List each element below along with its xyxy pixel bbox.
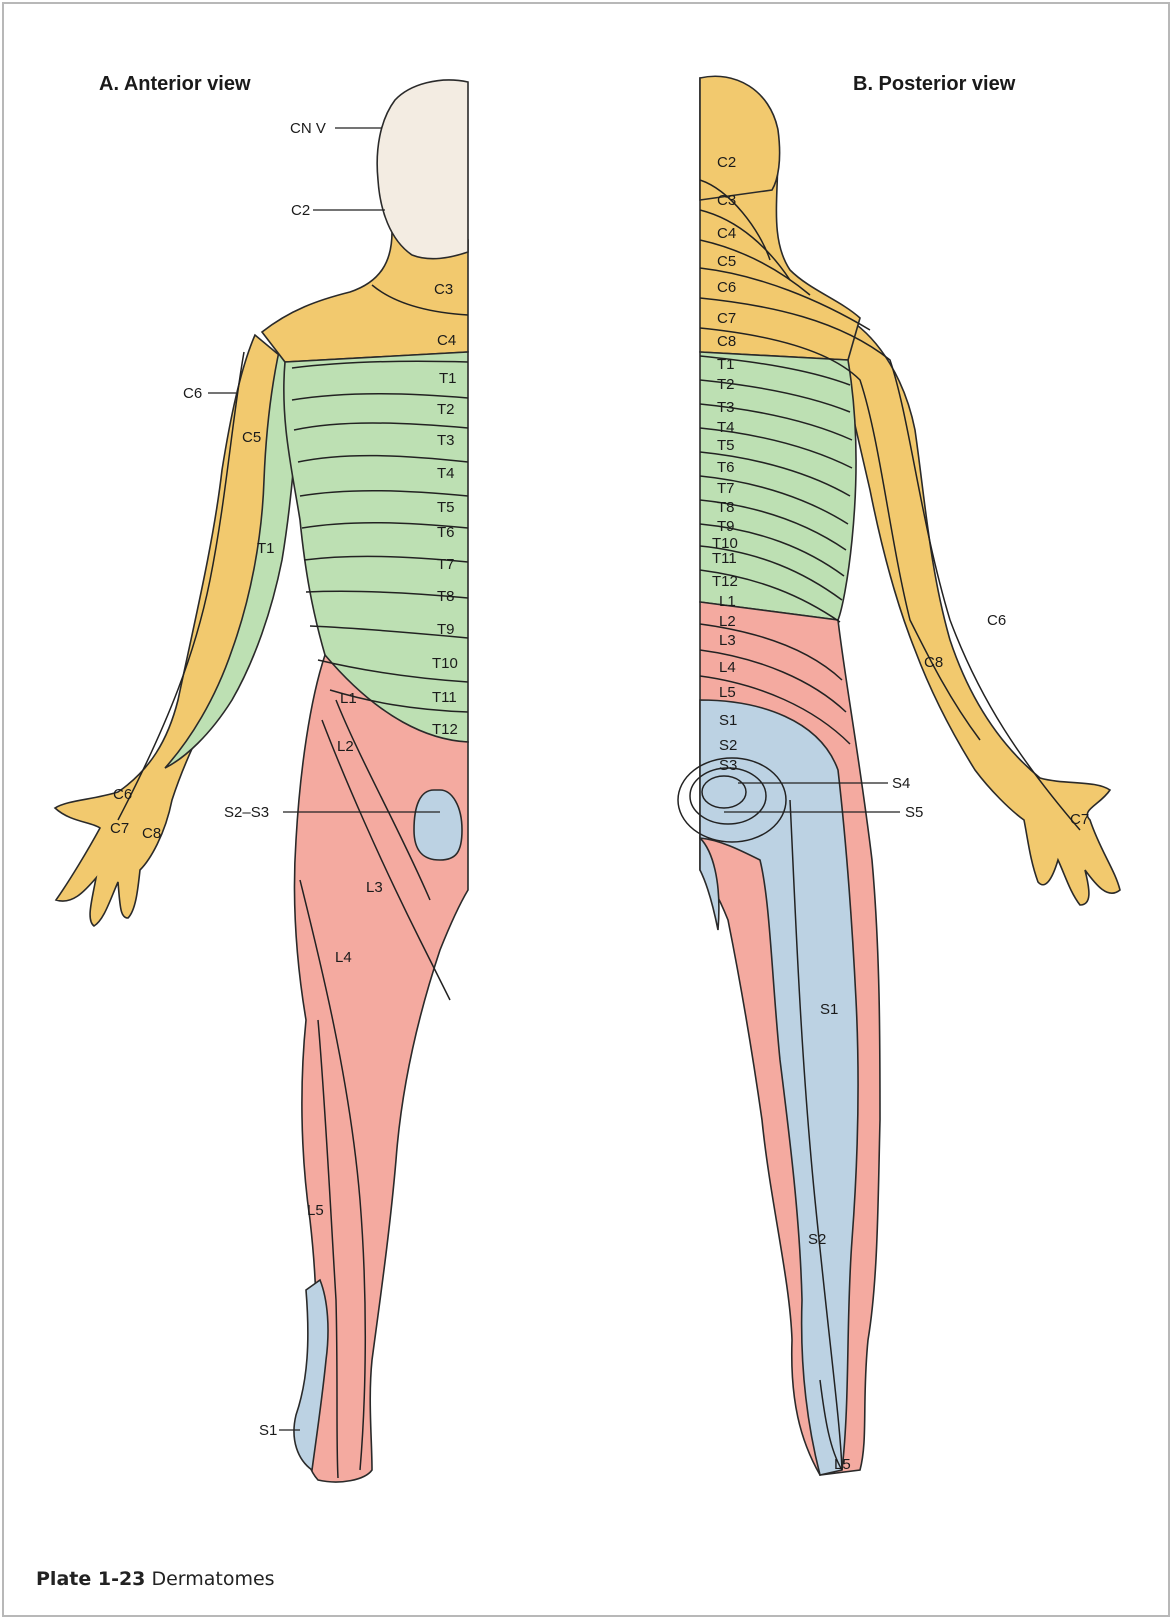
caption-title: Dermatomes	[151, 1568, 274, 1590]
label-s1-leg-posterior: S1	[820, 1001, 838, 1018]
label-t4-anterior: T4	[437, 465, 455, 482]
label-c6-arm-posterior: C6	[987, 612, 1006, 629]
label-t7-anterior: T7	[437, 556, 455, 573]
label-l5-posterior: L5	[719, 684, 736, 701]
label-c7-hand-anterior: C7	[110, 820, 129, 837]
anterior-genital-s2-s3	[414, 790, 462, 860]
anterior-head	[377, 80, 468, 259]
label-c8-arm-posterior: C8	[924, 654, 943, 671]
label-t9-posterior: T9	[717, 518, 735, 535]
label-c6-posterior: C6	[717, 279, 736, 296]
label-l5-anterior: L5	[307, 1202, 324, 1219]
label-c2-posterior: C2	[717, 154, 736, 171]
label-c4-anterior: C4	[437, 332, 456, 349]
label-s5-posterior: S5	[905, 804, 923, 821]
label-c5-posterior: C5	[717, 253, 736, 270]
label-c5-anterior: C5	[242, 429, 261, 446]
label-c4-posterior: C4	[717, 225, 736, 242]
label-t2-anterior: T2	[437, 401, 455, 418]
label-l2-posterior: L2	[719, 613, 736, 630]
label-l1-posterior: L1	[719, 593, 736, 610]
label-c6-arm-anterior: C6	[183, 385, 202, 402]
label-c3-posterior: C3	[717, 192, 736, 209]
label-l4-anterior: L4	[335, 949, 352, 966]
label-t6-posterior: T6	[717, 459, 735, 476]
label-t3-posterior: T3	[717, 399, 735, 416]
label-t5-posterior: T5	[717, 437, 735, 454]
caption-plate-number: Plate 1-23	[36, 1568, 145, 1590]
label-s3-posterior: S3	[719, 757, 737, 774]
label-c2-anterior: C2	[291, 202, 310, 219]
label-cn-v: CN V	[290, 120, 326, 137]
label-t1-anterior: T1	[439, 370, 457, 387]
label-c8-posterior: C8	[717, 333, 736, 350]
label-t6-anterior: T6	[437, 524, 455, 541]
label-l5-foot-posterior: L5	[834, 1456, 851, 1473]
label-t1-arm-anterior: T1	[257, 540, 275, 557]
label-s2-leg-posterior: S2	[808, 1231, 826, 1248]
label-s2-posterior: S2	[719, 737, 737, 754]
label-t5-anterior: T5	[437, 499, 455, 516]
label-s1-anterior: S1	[259, 1422, 277, 1439]
label-l1-anterior: L1	[340, 690, 357, 707]
label-t11-posterior: T11	[712, 550, 737, 567]
label-c7-hand-posterior: C7	[1070, 811, 1089, 828]
label-t3-anterior: T3	[437, 432, 455, 449]
label-s2-s3-anterior: S2–S3	[224, 804, 269, 821]
posterior-head	[700, 76, 780, 200]
label-s4-posterior: S4	[892, 775, 910, 792]
label-t4-posterior: T4	[717, 419, 735, 436]
label-t2-posterior: T2	[717, 376, 735, 393]
label-c6-hand-anterior: C6	[113, 786, 132, 803]
label-t8-anterior: T8	[437, 588, 455, 605]
label-l3-posterior: L3	[719, 632, 736, 649]
label-t10-anterior: T10	[432, 655, 458, 672]
label-t12-anterior: T12	[432, 721, 458, 738]
label-s1-posterior: S1	[719, 712, 737, 729]
label-t7-posterior: T7	[717, 480, 735, 497]
label-t12-posterior: T12	[712, 573, 738, 590]
label-t11-anterior: T11	[432, 689, 457, 706]
label-c3-anterior: C3	[434, 281, 453, 298]
figure-caption: Plate 1-23 Dermatomes	[36, 1568, 275, 1590]
label-t1-posterior: T1	[717, 356, 735, 373]
label-c8-hand-anterior: C8	[142, 825, 161, 842]
anterior-body	[55, 80, 468, 1482]
label-c7-posterior: C7	[717, 310, 736, 327]
label-l4-posterior: L4	[719, 659, 736, 676]
label-l3-anterior: L3	[366, 879, 383, 896]
label-t8-posterior: T8	[717, 499, 735, 516]
label-l2-anterior: L2	[337, 738, 354, 755]
label-t9-anterior: T9	[437, 621, 455, 638]
